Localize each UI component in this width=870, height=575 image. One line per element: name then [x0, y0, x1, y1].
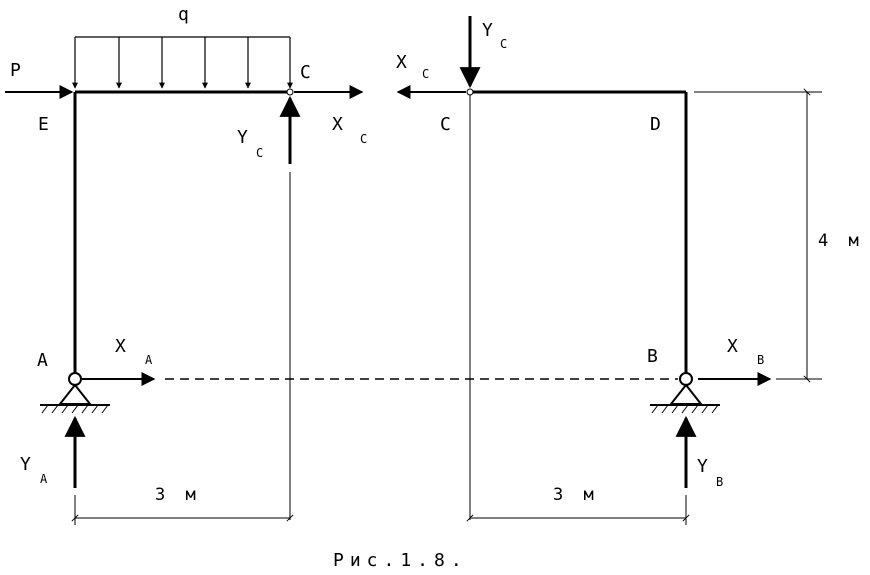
label-XC-left: X: [332, 114, 343, 135]
dimension-left: [71, 495, 294, 525]
label-YC-right-sub: C: [500, 37, 507, 51]
right-frame: [469, 90, 688, 520]
dimension-height-label: 4 м: [818, 231, 864, 251]
label-XC-right: X: [396, 52, 407, 73]
label-YB-sub: B: [716, 475, 723, 489]
label-D: D: [650, 114, 661, 135]
label-XC-left-sub: C: [360, 132, 367, 146]
label-C-right: C: [440, 114, 451, 135]
left-frame: [73, 90, 291, 520]
label-YC-left-sub: C: [256, 146, 263, 160]
dimension-left-label: 3 м: [155, 485, 201, 505]
label-q: q: [178, 4, 189, 25]
support-B: [650, 372, 720, 414]
label-XA-sub: A: [145, 353, 153, 367]
label-E: E: [38, 114, 49, 135]
label-YC-left: Y: [237, 127, 248, 148]
label-P: P: [10, 60, 21, 81]
label-XB: X: [727, 336, 738, 357]
dimension-right-label: 3 м: [553, 485, 599, 505]
figure-caption: Рис.1.8.: [333, 550, 468, 571]
label-YC-right: Y: [482, 20, 493, 41]
dimension-right: [466, 495, 690, 525]
label-C-left: C: [300, 62, 311, 83]
hinge-C-left: [286, 88, 294, 96]
hinge-C-right: [466, 88, 474, 96]
distributed-load-q: [72, 36, 293, 89]
label-B: B: [647, 346, 658, 367]
label-A: A: [37, 350, 48, 371]
label-XA: X: [115, 336, 126, 357]
label-YA: Y: [20, 454, 31, 475]
label-XC-right-sub: C: [422, 67, 429, 81]
label-YB: Y: [697, 456, 708, 477]
support-A: [40, 372, 110, 414]
label-YA-sub: A: [40, 472, 48, 486]
label-XB-sub: B: [757, 353, 764, 367]
dimension-height: [694, 88, 822, 383]
